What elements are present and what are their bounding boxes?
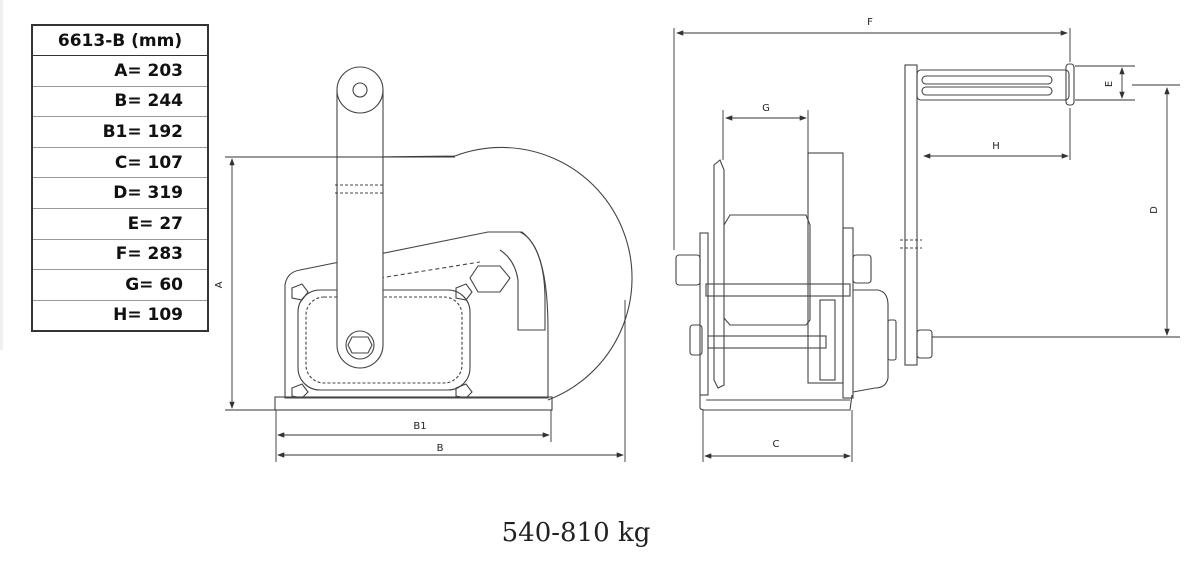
frame-bottom — [699, 394, 853, 411]
dim-a-value: A= 203 — [32, 55, 208, 87]
dim-label-a: A — [214, 281, 225, 288]
left-nut — [675, 254, 701, 286]
table-row: C= 107 — [32, 147, 208, 179]
dim-d-value: D= 319 — [32, 177, 208, 210]
dim-b-value: B= 244 — [32, 86, 208, 118]
table-row: B= 244 — [32, 86, 208, 118]
dim-label-e: E — [1104, 81, 1115, 87]
gear-housing — [852, 289, 889, 393]
dim-label-b: B — [437, 443, 444, 454]
table-row: H= 109 — [32, 300, 208, 331]
dim-label-b1: B1 — [413, 421, 426, 432]
dim-g-value: G= 60 — [32, 269, 208, 301]
front-view — [673, 28, 1180, 462]
dim-h-value: H= 109 — [113, 305, 183, 326]
table-header-row: 6613-B (mm) — [32, 25, 208, 57]
grip — [916, 69, 1070, 101]
inner-plate-dashed — [305, 296, 463, 384]
dim-label-f: F — [867, 17, 873, 28]
dim-label-h: H — [992, 141, 1000, 152]
crank-arm — [904, 64, 918, 366]
dim-label-c: C — [773, 439, 780, 450]
hex-bolt — [469, 265, 511, 293]
table-row: D= 319 — [32, 177, 208, 210]
dim-e-value: E= 27 — [32, 208, 208, 240]
table-row: G= 60 — [32, 269, 208, 301]
inner-plate — [297, 289, 471, 391]
drum-core — [723, 214, 811, 326]
table-row: E= 27 — [32, 208, 208, 240]
table-row: F= 283 — [32, 239, 208, 271]
drum-outline — [379, 146, 633, 401]
crank-handle — [336, 90, 384, 369]
table-row: B1= 192 — [32, 116, 208, 148]
hook-arm — [490, 231, 546, 331]
table-header: 6613-B (mm) — [32, 25, 208, 57]
dim-label-d: D — [1149, 206, 1160, 214]
dim-b1-value: B1= 192 — [32, 116, 208, 148]
capacity-caption: 540-810 kg — [501, 518, 651, 548]
table-row: A= 203 — [32, 55, 208, 87]
base-plate — [274, 396, 553, 411]
dim-label-g: G — [762, 103, 770, 114]
left-flange — [713, 159, 725, 389]
dimension-table: 6613-B (mm) A= 203 B= 244 B1= 192 C= 107… — [31, 24, 209, 332]
dim-f-value: F= 283 — [32, 239, 208, 271]
dim-c-value: C= 107 — [32, 147, 208, 179]
side-view — [225, 66, 633, 462]
page-edge — [0, 0, 3, 350]
